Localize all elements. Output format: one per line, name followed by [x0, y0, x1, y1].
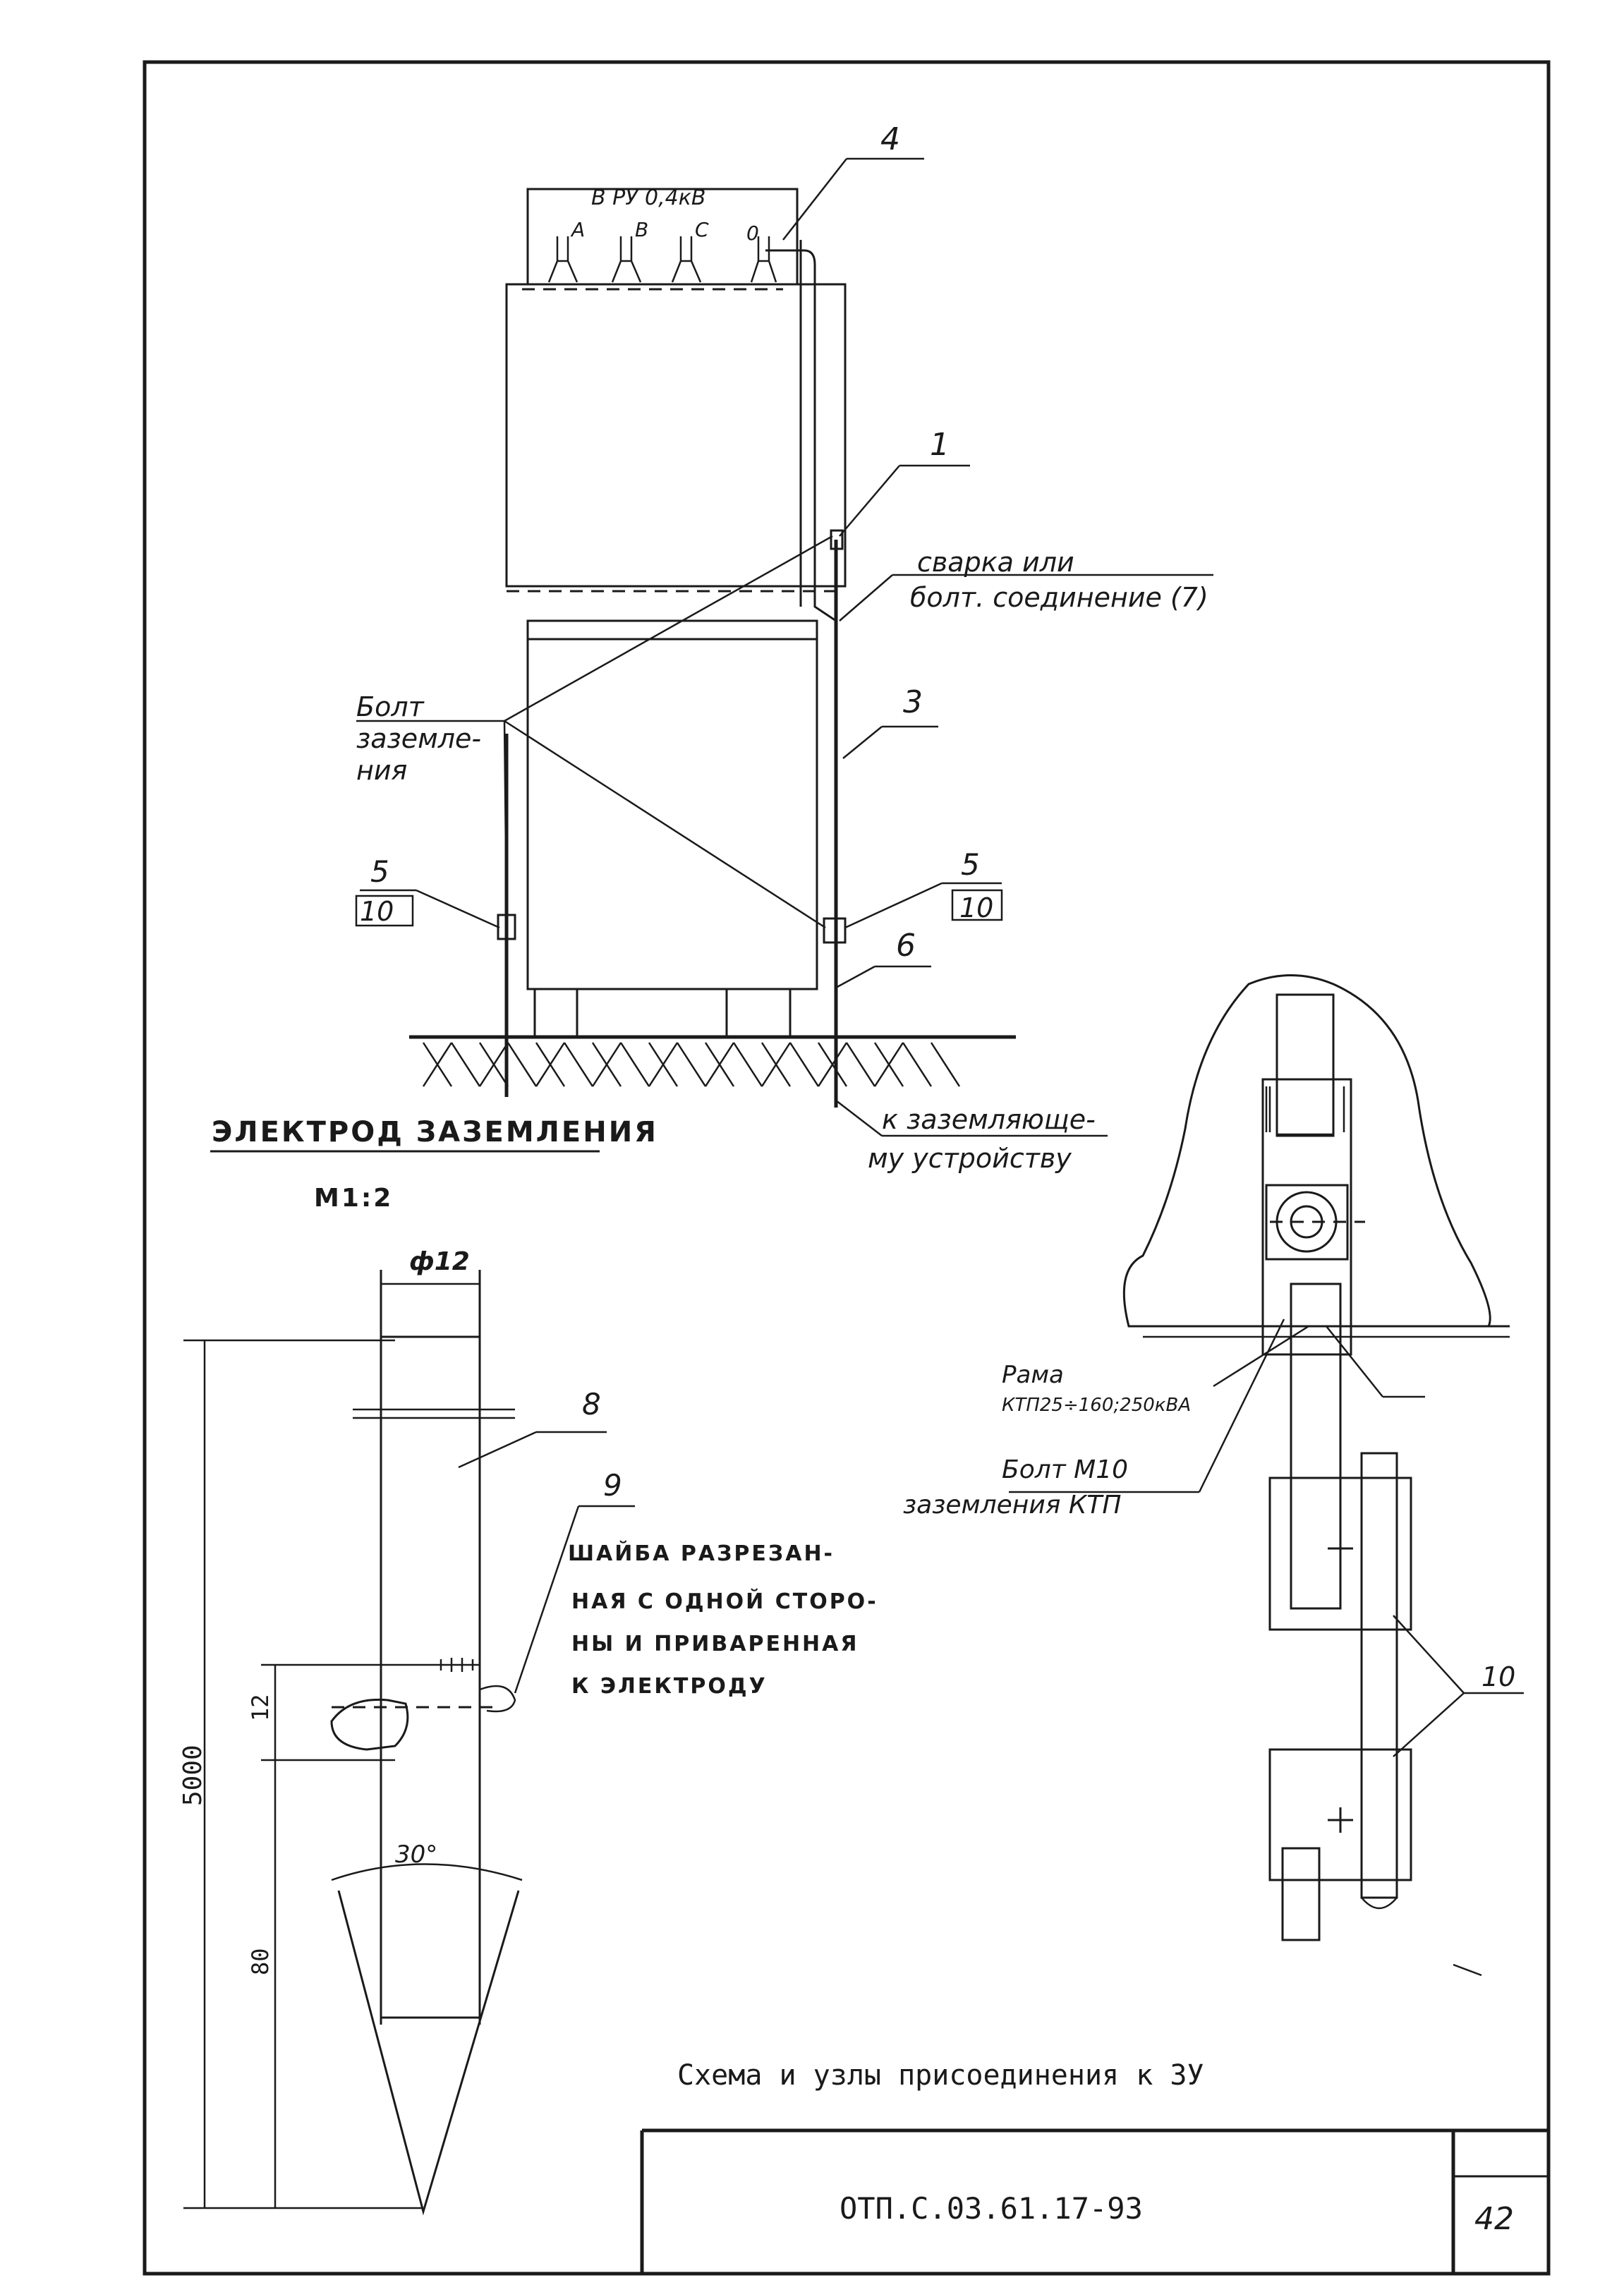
callout-5-right: 5 — [961, 847, 980, 882]
ground-hatch — [422, 1042, 961, 1087]
weld-point — [830, 529, 844, 550]
callout-6: 6 — [896, 928, 916, 964]
callout-10-detail: 10 — [1481, 1661, 1515, 1692]
to-ground-label-1: к заземляюще- — [882, 1104, 1096, 1135]
electrode-title: ЭЛЕКТРОД ЗАЗЕМЛЕНИЯ — [212, 1116, 658, 1148]
bolt-m10-label-1: Болт М10 — [1002, 1455, 1128, 1484]
callout-10-right: 10 — [959, 892, 993, 923]
title-block: Схема и узлы присоединения к ЗУ ОТП.С.03… — [640, 2059, 1549, 2274]
electrode-drawing: ЭЛЕКТРОД ЗАЗЕМЛЕНИЯ М1:2 ф12 30° 5000 12… — [178, 1116, 878, 2216]
weld-label-2: болт. соединение (7) — [910, 582, 1208, 613]
leader-10-b — [1393, 1692, 1465, 1757]
weld-mark — [437, 1658, 480, 1672]
dim-5000-label: 5000 — [178, 1745, 207, 1806]
rod-end — [1361, 1897, 1398, 1910]
washer-note-2: НАЯ С ОДНОЙ СТОРО- — [571, 1589, 878, 1614]
leader-bolt — [1198, 1318, 1285, 1493]
diameter-label: ф12 — [409, 1247, 470, 1276]
leader-1 — [839, 465, 900, 537]
bolt-label-1: Болт — [356, 691, 425, 722]
phase-insulators — [547, 236, 777, 283]
washer-outer — [1275, 1191, 1338, 1253]
lower-cabinet — [526, 619, 818, 990]
foot-right — [725, 988, 792, 1038]
callout-10-left: 10 — [360, 896, 394, 927]
upper-bar — [1275, 993, 1335, 1137]
washer — [330, 1698, 409, 1751]
bolt-label-3: ния — [356, 755, 407, 786]
bolt-label-2: заземле- — [356, 723, 481, 754]
clamp-upper-cross — [1328, 1536, 1353, 1561]
doc-code: ОТП.С.03.61.17-93 — [840, 2191, 1143, 2226]
drawing-caption: Схема и узлы присоединения к ЗУ — [677, 2059, 1204, 2092]
bolt-leader-down — [504, 720, 826, 929]
washer-leader-hook — [479, 1685, 516, 1713]
leader-8 — [458, 1431, 537, 1469]
leader-5-left — [416, 889, 500, 929]
rod-break — [353, 1408, 515, 1419]
frame-label-2: КТП25÷160;250кВА — [1002, 1395, 1191, 1416]
frame-plate — [1261, 1078, 1352, 1356]
leader-6 — [835, 965, 875, 989]
leader-10-a — [1393, 1615, 1465, 1694]
box-10-right — [951, 889, 1003, 921]
leader-weld — [839, 574, 893, 621]
phase-c-label: С — [695, 218, 709, 241]
bar-end — [1281, 1847, 1321, 1941]
leader-4 — [782, 158, 847, 241]
nut — [1265, 1184, 1349, 1261]
dim-12-label: 12 — [247, 1694, 274, 1721]
clamp-lower-cross — [1328, 1807, 1353, 1833]
leader-5-right — [844, 882, 943, 929]
callout-8: 8 — [582, 1387, 601, 1421]
clamp-lower — [1268, 1748, 1412, 1881]
leader-frame-end — [1326, 1326, 1383, 1397]
bolt-leader-up — [504, 535, 833, 722]
weld-marks-top — [1265, 1086, 1345, 1136]
angle-arc — [331, 1863, 523, 1881]
leader-9 — [514, 1505, 580, 1694]
clamp-upper — [1268, 1477, 1412, 1631]
leader-frame — [1213, 1325, 1309, 1388]
electrode-tip — [337, 1890, 520, 2216]
box-10-left — [355, 895, 414, 927]
callout-1: 1 — [930, 427, 950, 463]
leader-3 — [842, 726, 883, 759]
vru-label: В РУ 0,4кВ — [591, 186, 705, 210]
leader-ground — [835, 1100, 883, 1136]
frame-detail: Рама КТП25÷160;250кВА Болт М10 заземлени… — [903, 974, 1524, 1977]
dim-80-label: 80 — [247, 1948, 274, 1975]
callout-4: 4 — [880, 121, 900, 157]
sheet-frame — [143, 60, 1551, 2276]
weld-label-1: сварка или — [917, 547, 1074, 578]
lower-bar — [1290, 1283, 1342, 1610]
callout-5-left: 5 — [370, 854, 389, 889]
callout-9: 9 — [603, 1468, 622, 1503]
electrode-scale: М1:2 — [314, 1184, 393, 1213]
angle-label: 30° — [395, 1841, 437, 1869]
frame-label-1: Рама — [1002, 1361, 1064, 1389]
ktp-schematic: В РУ 0,4кВ А В С 0 4 1 сварка или болт. … — [355, 121, 1213, 1174]
rod-leader — [1453, 1963, 1482, 1977]
clamp-right — [823, 917, 847, 944]
foot-left — [533, 988, 578, 1038]
bolt-m10-label-2: заземления КТП — [903, 1491, 1121, 1520]
sheet-number: 42 — [1474, 2201, 1514, 2237]
electrode-rod — [1360, 1452, 1398, 1899]
bolt-leader-left — [503, 720, 508, 918]
phase-0-label: 0 — [746, 222, 759, 245]
washer-note-4: К ЭЛЕКТРОДУ — [571, 1674, 768, 1699]
washer-note-3: НЫ И ПРИВАРЕННАЯ — [571, 1632, 859, 1656]
to-ground-label-2: му устройству — [868, 1143, 1072, 1174]
callout-3: 3 — [903, 684, 923, 720]
transformer-cabinet — [505, 283, 847, 588]
washer-note-1: ШАЙБА РАЗРЕЗАН- — [568, 1541, 835, 1566]
phase-a-label: А — [570, 218, 585, 241]
phase-b-label: В — [635, 218, 648, 241]
detail-break-outline — [1122, 974, 1491, 1328]
neutral-conductor — [765, 249, 837, 622]
